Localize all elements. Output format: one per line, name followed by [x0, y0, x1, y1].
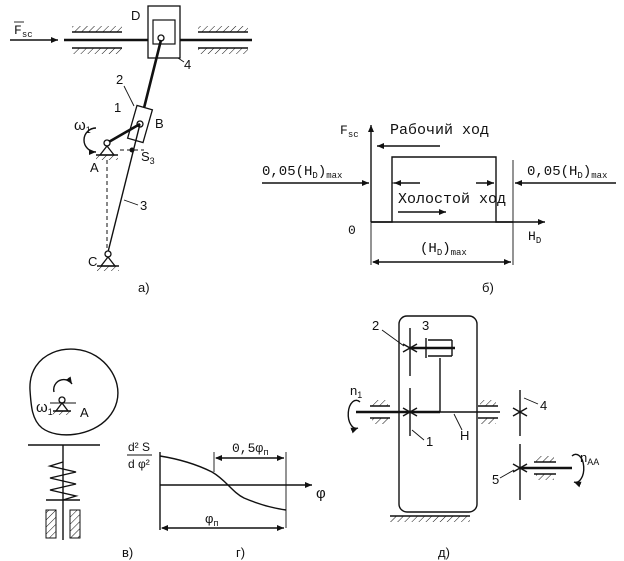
right-guide-support [198, 26, 248, 54]
gear-2-label: 2 [372, 318, 379, 333]
cam-profile [29, 348, 119, 436]
crank-1 [106, 122, 141, 145]
link-d-to-b [140, 39, 163, 117]
gear-4-label: 4 [540, 398, 547, 413]
gear-3-label: 3 [422, 318, 429, 333]
n1-label: n1 [350, 383, 362, 400]
g-phi-p-label: φп [205, 511, 218, 528]
support-c [97, 250, 119, 271]
left-offset-label: 0,05(HD)max [262, 164, 342, 181]
cam-rotation-arrow [53, 376, 73, 393]
panel-g-acceleration-graph: d² S d φ² φ 0,5φп φп г) [127, 440, 326, 560]
n-out-label: nАА [580, 450, 599, 467]
caption-d: д) [438, 545, 450, 560]
g-ylabel-den: d φ² [128, 457, 150, 471]
panel-v-cam-mechanism: ω1 A в) [28, 348, 133, 560]
cam-point-a-label: A [80, 405, 89, 420]
left-guide-support [72, 26, 122, 54]
gear-housing [398, 315, 478, 513]
zero-label: 0 [348, 223, 356, 238]
gear-5-label: 5 [492, 472, 499, 487]
panel-a-crank-slider-mechanism: Fsc D 4 2 B [10, 5, 252, 295]
hd-axis-label: HD [528, 229, 541, 246]
work-stroke-label: Рабочий ход [390, 122, 489, 139]
caption-g: г) [236, 545, 245, 560]
slider-d-inner [152, 19, 176, 45]
cam-pivot-a [53, 396, 71, 415]
point-c-label: C [88, 254, 97, 269]
link-2-label: 2 [116, 72, 123, 87]
idle-stroke-label: Холостой ход [398, 191, 506, 208]
g-ylabel-num: d² S [128, 440, 150, 454]
link-3-label: 3 [140, 198, 147, 213]
right-offset-label: 0,05(HD)max [527, 164, 607, 181]
center-s3-dot [129, 147, 135, 153]
cam-omega-label: ω1 [36, 399, 53, 417]
s3-label: S3 [141, 149, 155, 166]
rocker-3 [107, 123, 141, 253]
g-phi-axis-label: φ [316, 485, 326, 502]
point-a-label: A [90, 160, 99, 175]
g-acceleration-curve [159, 455, 287, 511]
gear-1-label: 1 [426, 434, 433, 449]
fsc-axis-label: Fsc [340, 123, 359, 140]
link-4-label: 4 [184, 57, 191, 72]
caption-b: б) [482, 280, 494, 295]
panel-b-force-diagram: Fsc HD 0 Рабочий ход Холостой ход 0,05(H… [262, 122, 616, 295]
caption-v: в) [122, 545, 133, 560]
omega-1-label: ω1 [74, 117, 91, 135]
point-b-label: B [155, 116, 164, 131]
caption-a: а) [138, 280, 150, 295]
g-half-phi-label: 0,5φп [232, 441, 269, 458]
omega-rotation-arrow [83, 127, 97, 155]
n-out-rotation-arrow [571, 453, 585, 488]
carrier-h [439, 358, 500, 413]
panel-d-planetary-gear: 1 2 3 H 4 5 [347, 315, 599, 560]
follower-spring [47, 461, 79, 501]
point-d-label: D [131, 8, 140, 23]
follower-guide [45, 509, 81, 539]
force-fsc-label: Fsc [14, 23, 33, 40]
link-1-label: 1 [114, 100, 121, 115]
n1-rotation-arrow [347, 399, 361, 434]
hd-range-label: (HD)max [420, 241, 467, 258]
carrier-h-label: H [460, 428, 469, 443]
force-profile [371, 156, 513, 223]
support-a [96, 139, 118, 160]
